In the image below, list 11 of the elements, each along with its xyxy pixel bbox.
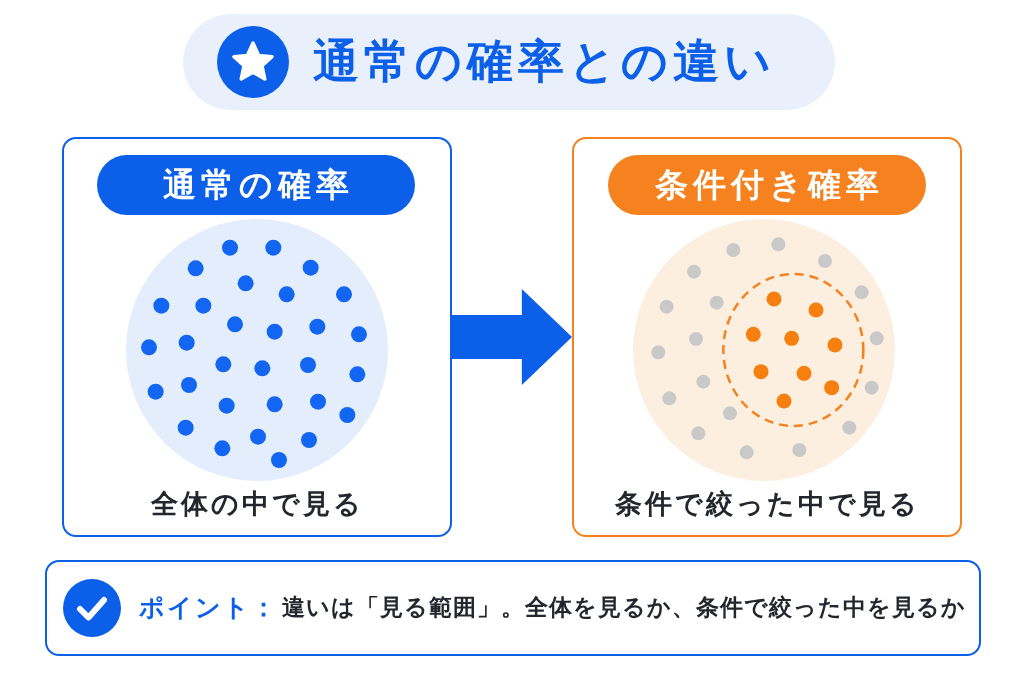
- panel-card: [572, 137, 962, 537]
- caption-text: 条件で絞った中で見る: [614, 487, 920, 521]
- heading-banner: 通常の確率: [97, 155, 415, 215]
- caption-text: 全体の中で見る: [150, 487, 364, 521]
- heading-banner: 条件付き確率: [608, 155, 926, 215]
- panel-card: [62, 137, 452, 537]
- block-arrow: [452, 289, 572, 385]
- point-label: ポイント：: [139, 591, 278, 624]
- note-card: [45, 560, 981, 656]
- title-text: 通常の確率との違い: [313, 34, 776, 90]
- point-text: 違いは「見る範囲」。全体を見るか、条件で絞った中を見るか: [282, 593, 966, 623]
